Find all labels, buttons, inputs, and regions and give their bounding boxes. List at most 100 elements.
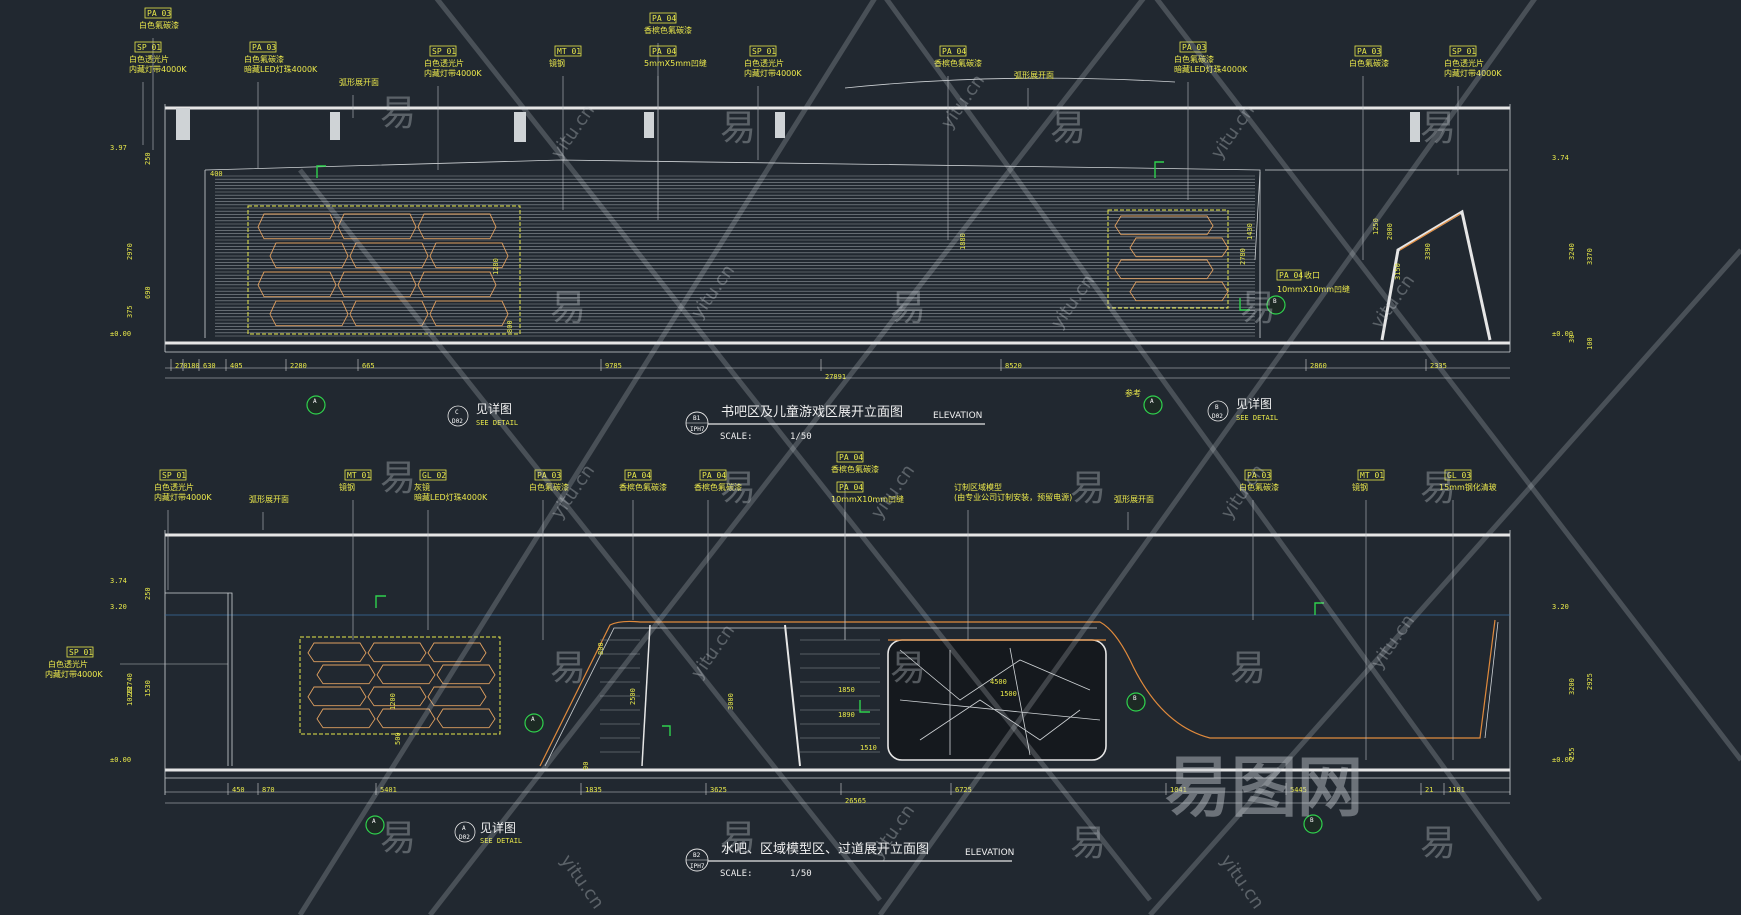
svg-text:B: B [1273, 298, 1277, 305]
svg-text:SP 01: SP 01 [69, 648, 93, 657]
callout-code: PA 04 [942, 47, 966, 56]
svg-text:D02: D02 [459, 834, 470, 841]
callout-text: 镜钢 [549, 58, 565, 68]
watermark-url: yitu.cn [556, 851, 608, 913]
level-label: 3.20 [110, 603, 127, 611]
callout-text: 弧形展开面 [1014, 70, 1054, 80]
dimension-label: 270 [175, 362, 188, 370]
dimension-label: 870 [262, 786, 275, 794]
callout-tag-box [159, 469, 187, 481]
hex-shelf [429, 242, 509, 269]
callout-tag-box [1354, 45, 1382, 57]
svg-text:A: A [462, 825, 466, 832]
svg-text:B: B [1310, 817, 1314, 824]
callout-code: SP 01 [1452, 47, 1476, 56]
svg-text:白色透光片: 白色透光片 [48, 659, 88, 669]
svg-text:B: B [1215, 404, 1219, 411]
watermark-url: yitu.cn [547, 101, 599, 163]
inner-dimension: 1890 [838, 711, 855, 719]
callout-tag-box [534, 469, 562, 481]
watermark-glyph: 易 [550, 648, 586, 689]
callout-code: SP 01 [432, 47, 456, 56]
bottom-drawing-no: B2 [693, 852, 701, 859]
inner-dimension: 4500 [990, 678, 1007, 686]
svg-text:D02: D02 [452, 418, 463, 425]
callout-tag-box [144, 7, 172, 19]
dimension-label: 450 [232, 786, 245, 794]
level-label: 20 [126, 687, 134, 695]
hex-shelf [1114, 215, 1214, 236]
callout-tag-box [1244, 469, 1272, 481]
level-label: 255 [1568, 747, 1576, 760]
callout-text: 镜钢 [339, 482, 355, 492]
callout-tag-box [836, 451, 864, 463]
bottom-sculpture-outline [539, 619, 1496, 767]
callout-tag-box [1449, 45, 1477, 57]
hex-shelf [337, 213, 417, 240]
callout-tag-box [939, 45, 967, 57]
bottom-section-bubble: A [365, 815, 385, 835]
dimension-label: 1181 [1448, 786, 1465, 794]
top-display-frame-right [1107, 209, 1229, 309]
dimension-label: 3625 [710, 786, 727, 794]
top-ceiling-drop [514, 112, 526, 142]
callout-text: 白色透光片 [744, 58, 784, 68]
inner-dimension: 3000 [727, 693, 735, 710]
inner-dimension: 2000 [1386, 223, 1394, 240]
top-detail-ref: B D02 见详图 SEE DETAIL [1207, 396, 1278, 422]
watermark-glyph: 易 [890, 288, 926, 329]
dimension-label: 2335 [1430, 362, 1447, 370]
watermark-line [298, 168, 882, 902]
callout-code: PA 04 [702, 471, 726, 480]
callout-code: PA 03 [252, 43, 276, 52]
dimension-label: 9785 [605, 362, 622, 370]
top-hex-shelves-right [1114, 215, 1229, 302]
callout-tag-box [1179, 41, 1207, 53]
callout-text: 香槟色氟碳漆 [619, 482, 667, 492]
inner-dimension: 1510 [860, 744, 877, 752]
callout-text: 暗藏LED灯珠4000K [1174, 64, 1248, 74]
hex-shelf [307, 686, 367, 707]
bottom-section-mark [1314, 602, 1324, 615]
callout-text: 香槟色氟碳漆 [934, 58, 982, 68]
watermark-line [1148, 248, 1741, 915]
top-section-mark [1154, 161, 1164, 178]
callout-text: 内藏灯带4000K [424, 68, 482, 78]
bottom-model-map [899, 647, 1101, 756]
top-scale-label: SCALE: [720, 432, 753, 442]
top-ceiling-drop [644, 112, 654, 138]
callout-code: PA 03 [147, 9, 171, 18]
callout-text: (由专业公司订制安装，预留电源) [954, 492, 1072, 502]
callout-text: 香槟色氟碳漆 [644, 25, 692, 35]
watermark-line [1154, 0, 1741, 762]
callout-code: PA 03 [1247, 471, 1271, 480]
callout-code: PA 03 [1357, 47, 1381, 56]
dimension-label: 180 [187, 362, 200, 370]
inner-dimension: 1430 [1246, 223, 1254, 240]
callout-text: 5mmX5mm凹缝 [644, 58, 707, 68]
callout-tag-box [429, 45, 457, 57]
top-inline-sub: 10mmX10mm凹缝 [1277, 284, 1350, 294]
callout-text: 内藏灯带4000K [129, 64, 187, 74]
svg-text:C: C [455, 409, 459, 416]
top-inline-note: PA 04 收口 10mmX10mm凹缝 [1276, 269, 1350, 294]
watermark-glyph: 易 [1070, 823, 1106, 864]
callout-text: 香槟色氟碳漆 [831, 464, 879, 474]
top-title-suffix: ELEVATION [933, 411, 982, 421]
hex-shelf [429, 300, 509, 327]
callout-tag-box [624, 469, 652, 481]
callout-code: GL 03 [1447, 471, 1471, 480]
svg-text:内藏灯带4000K: 内藏灯带4000K [45, 669, 103, 679]
inner-dimension: 1500 [1000, 690, 1017, 698]
callout-tag-box [1357, 469, 1385, 481]
inner-dimension: 400 [210, 170, 223, 178]
watermark-glyph: 易 [380, 818, 416, 859]
bottom-drawing-title: 水吧、区域模型区、过道展开立面图 [721, 842, 929, 857]
level-label: 3240 [1568, 243, 1576, 260]
inner-dimension: 90 [582, 762, 590, 770]
callout-code: PA 04 [839, 453, 863, 462]
level-label: 250 [144, 152, 152, 165]
